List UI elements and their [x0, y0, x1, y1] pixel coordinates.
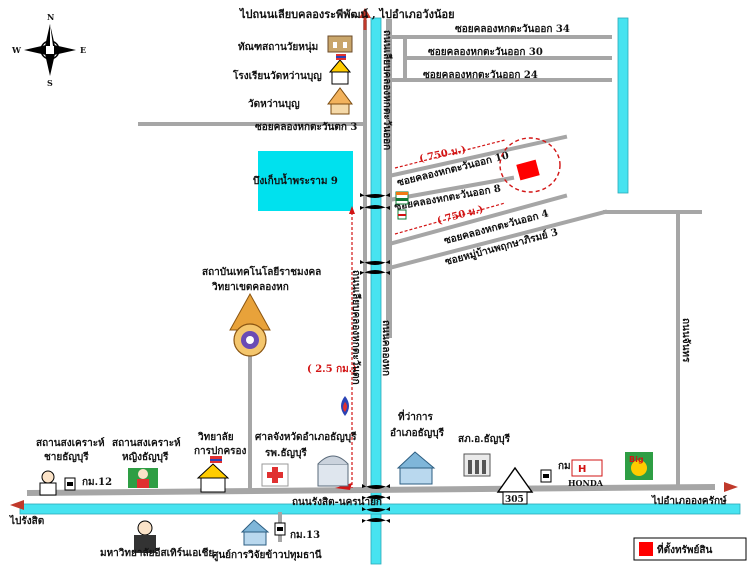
km12-label: กม.12 [82, 477, 112, 488]
rice-center-label: ศูนย์การวิจัยข้าวปทุมธานี [212, 549, 322, 562]
canal-right [617, 17, 629, 194]
welfare-male-label-1: สถานสงเคราะห์ [36, 437, 105, 449]
legend-swatch [639, 542, 653, 556]
road-soi-e4 [386, 193, 568, 247]
dist-25: ( 2.5 กม.) [307, 364, 357, 375]
km12-marker-icon [64, 477, 76, 491]
temple-icon [327, 87, 353, 115]
rice-center-icon [240, 519, 270, 546]
soi-w3-label: ซอยคลองหกตะวันตก 3 [255, 121, 357, 133]
district-office-icon [396, 451, 436, 485]
property-circle [499, 137, 561, 193]
temple-label: วัดหว่านบุญ [248, 98, 300, 110]
museum-label: ทัณฑสถานวัยหนุ่ม [238, 41, 318, 53]
arrow-right [724, 482, 738, 492]
dist-arrow-b [394, 202, 506, 235]
museum-icon [327, 35, 353, 53]
asian-univ-icon [134, 520, 156, 553]
hospital-icon [261, 463, 289, 487]
district-office-label-2: อำเภอธัญบุรี [390, 427, 445, 439]
road-soi-pruksa3 [386, 209, 608, 271]
compass-n: N [47, 12, 54, 22]
soi-e24-label: ซอยคลองหกตะวันออก 24 [423, 69, 538, 81]
compass-e: E [80, 45, 86, 55]
bridges [360, 193, 390, 523]
police-label: สภ.อ.ธัญบุรี [458, 433, 511, 445]
seven-eleven-icon [395, 191, 409, 205]
bridge-1 [360, 193, 390, 210]
bigc-label: Big [629, 455, 644, 464]
road-main-horizontal [26, 483, 716, 497]
north-arrow [359, 8, 371, 30]
km13-label: กม.13 [290, 530, 320, 541]
route-label: 305 [505, 495, 524, 505]
college-label-2: การปกครอง [194, 445, 247, 457]
asian-univ-label: มหาวิทยาลัยอีสเทิร์นเอเชีย [100, 547, 214, 559]
school-icon [328, 54, 352, 85]
arrow-left [10, 500, 24, 510]
canal-vertical [370, 17, 382, 565]
hospital-label: รพ.ธัญบุรี [265, 447, 307, 459]
main-road-horizontal-label: ถนนรังสิต-นครนายก [292, 496, 382, 508]
km13-marker-icon [274, 522, 286, 536]
district-office-label-1: ที่ว่าการ [398, 409, 433, 423]
to-rangsit-label: ไปรังสิต [9, 514, 44, 527]
welfare-female-label-1: สถานสงเคราะห์ [112, 437, 181, 449]
bridge-3 [362, 484, 390, 500]
bigc-logo-icon: Big [625, 452, 653, 480]
svg-text:H: H [578, 464, 586, 475]
rmut-emblem-icon [229, 292, 271, 357]
pond-label: บึงเก็บน้ำพระราม 9 [253, 173, 338, 187]
route-305-shield-icon: 305 [496, 466, 534, 505]
police-icon [463, 453, 491, 477]
school-label: โรงเรียนวัดหว่านบุญ [232, 69, 322, 82]
rmut-label-2: วิทยาเขตคลองหก [212, 281, 289, 293]
road-soi-e8 [386, 175, 515, 203]
store-icon [397, 209, 407, 220]
compass-rose: N S E W [11, 12, 86, 88]
road-klong6-label: ถนนคลองหก [380, 320, 391, 376]
main-road-vertical-label: ถนนเลียบคลองหกตะวันออก [381, 30, 393, 150]
roads [26, 19, 716, 542]
shrine-label: ศาลจังหวัดอำเภอธัญบุรี [255, 431, 357, 443]
pond [258, 151, 353, 211]
rmut-label-1: สถาบันเทคโนโลยีราชมงคล [202, 265, 321, 278]
compass-w: W [11, 45, 22, 55]
college-label-1: วิทยาลัย [198, 431, 234, 443]
property-marker [516, 159, 540, 181]
gas-station-icon [341, 396, 349, 416]
bridge-2 [360, 260, 390, 275]
college-icon [196, 456, 230, 493]
top-road-label: ไปถนนเลียบคลองระพีพัฒน์ , ไปอำเภอวังน้อย [238, 7, 455, 21]
to-ongkharak-label: ไปอำเภอองครักษ์ [651, 494, 727, 507]
dist-arrow-a [394, 139, 506, 169]
welfare-male-icon [39, 470, 57, 496]
road-soi-e10 [386, 134, 568, 179]
soi-e34-label: ซอยคลองหกตะวันออก 34 [455, 23, 570, 35]
legend: ที่ตั้งทรัพย์สิน [633, 537, 747, 561]
bridge-4 [362, 507, 390, 523]
road-right-label: ถนนจันทร [680, 318, 692, 363]
honda-logo-icon: H [571, 459, 603, 477]
honda-label: HONDA [568, 478, 604, 488]
soi-e30-label: ซอยคลองหกตะวันออก 30 [428, 46, 543, 58]
compass-s: S [47, 78, 53, 88]
km14-marker-icon [540, 469, 552, 483]
welfare-female-label-2: หญิงธัญบุรี [122, 451, 169, 463]
welfare-female-icon [128, 468, 158, 488]
shrine-icon [317, 455, 349, 487]
road-parallel-label: ถนนเลียบคลองหกตะวันตก [350, 270, 362, 385]
welfare-male-label-2: ชายธัญบุรี [44, 451, 89, 463]
legend-label: ที่ตั้งทรัพย์สิน [657, 542, 712, 556]
